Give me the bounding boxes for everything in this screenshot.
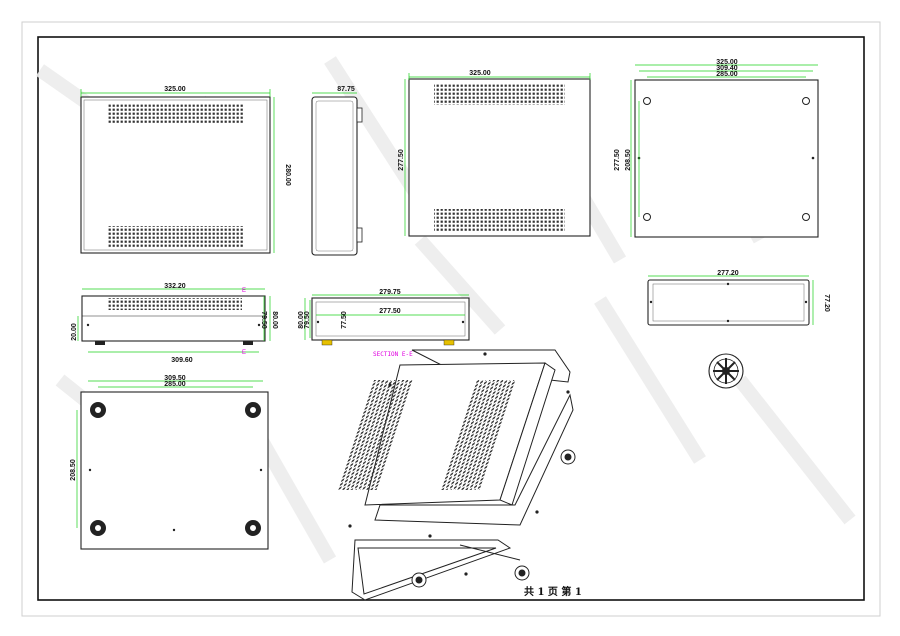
dim-w1: 309.50: [164, 375, 186, 382]
sheet-footer: 共 1 页 第 1: [524, 585, 582, 598]
section-label: SECTION E-E: [373, 351, 413, 358]
foot-icon: [90, 402, 261, 536]
back-panel-view: 325.00 309.40 285.00 277.50 208.50: [614, 59, 819, 238]
dim-h1: 80.00: [298, 311, 305, 329]
end-panel-view: 277.20 77.20: [647, 270, 830, 326]
dim-width: 332.20: [164, 283, 186, 290]
foot-pad: [321, 339, 333, 346]
vent-grid: [108, 226, 244, 248]
dim-h2: 80.00: [271, 311, 278, 329]
dim-height: 208.50: [70, 459, 77, 481]
dim-width: 325.00: [164, 86, 186, 93]
dim-left-h: 20.00: [71, 323, 78, 341]
dim-h1: 277.50: [614, 149, 621, 171]
outer-frame: [21, 21, 881, 617]
vent-grid: [108, 298, 242, 310]
side-view: 87.75: [311, 86, 363, 256]
dim-w2: 309.40: [716, 65, 738, 72]
dim-w3: 285.00: [716, 71, 738, 78]
section-marker-bottom: E: [242, 350, 246, 356]
dim-width: 325.00: [469, 70, 491, 77]
dim-h2: 79.50: [304, 311, 311, 329]
section-marker-top: E: [242, 288, 246, 294]
dim-width: 277.20: [717, 270, 739, 277]
dim-h3: 77.50: [341, 311, 348, 329]
vent-grid: [434, 83, 565, 105]
dim-w1: 325.00: [716, 59, 738, 66]
dim-height: 277.50: [398, 149, 405, 171]
isometric-view: [337, 349, 576, 601]
dim-bottom: 309.60: [171, 357, 193, 364]
top-view: 332.20 309.60 20.00 79.50 80.00 E E: [71, 283, 278, 364]
section-view: 279.75 277.50 80.00 79.50 77.50 SECTION …: [298, 289, 470, 358]
dim-h2: 208.50: [625, 149, 632, 171]
dim-height: 77.20: [823, 294, 830, 312]
dim-h1: 79.50: [260, 311, 267, 329]
dim-height: 280.00: [284, 164, 291, 186]
bottom-view: 309.50 285.00 208.50: [70, 375, 269, 550]
vent-grid: [434, 209, 565, 231]
dim-depth: 87.75: [337, 86, 355, 93]
foot-detail: [708, 353, 744, 389]
vent-grid: [108, 104, 244, 124]
front-view: 325.00 280.00: [80, 86, 291, 254]
dim-width: 279.75: [379, 289, 401, 296]
dim-w2: 285.00: [164, 381, 186, 388]
foot-pad: [443, 339, 455, 346]
rear-view: 325.00 277.50: [398, 70, 591, 237]
dim-inner: 277.50: [379, 308, 401, 315]
